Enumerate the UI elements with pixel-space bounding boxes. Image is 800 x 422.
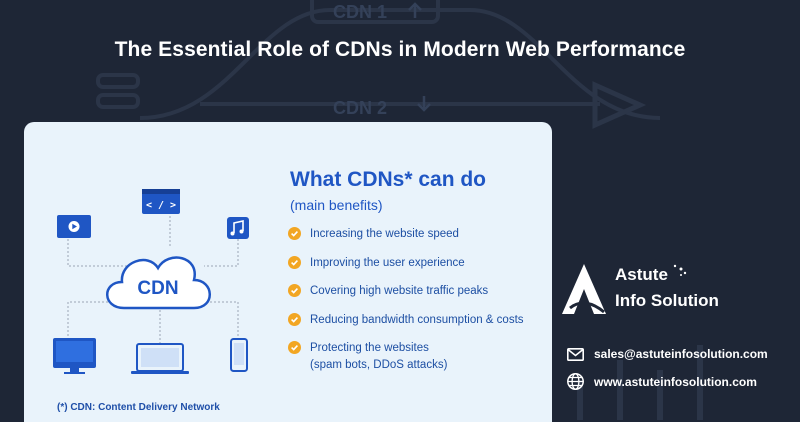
list-item: Improving the user experience: [288, 255, 524, 272]
mail-icon: [567, 347, 584, 361]
laptop-icon: [131, 343, 189, 374]
benefit-text: Protecting the websites (spam bots, DDoS…: [310, 342, 448, 371]
video-icon: [57, 215, 91, 238]
list-item: Covering high website traffic peaks: [288, 283, 524, 300]
list-item: Protecting the websites (spam bots, DDoS…: [288, 340, 524, 374]
list-item: Increasing the website speed: [288, 226, 524, 243]
email-text[interactable]: sales@astuteinfosolution.com: [594, 347, 768, 361]
code-window-icon: < / >: [142, 189, 180, 214]
check-circle-icon: [288, 227, 301, 240]
music-icon: [227, 217, 249, 239]
website-text[interactable]: www.astuteinfosolution.com: [594, 374, 757, 389]
benefit-text: Increasing the website speed: [310, 228, 459, 240]
brand-name-line2: Info Solution: [615, 291, 719, 310]
bg-cdn1-label: CDN 1: [333, 2, 387, 22]
benefit-text: Reducing bandwidth consumption & costs: [310, 313, 524, 326]
cloud-label: CDN: [137, 278, 178, 299]
cdn-diagram: < / > CDN: [53, 189, 249, 374]
contact-website[interactable]: www.astuteinfosolution.com: [567, 373, 757, 390]
globe-icon: [567, 373, 584, 390]
check-circle-icon: [288, 284, 301, 297]
benefits-subheading: (main benefits): [290, 197, 383, 213]
contact-email[interactable]: sales@astuteinfosolution.com: [567, 347, 768, 361]
benefits-heading: What CDNs* can do: [290, 168, 487, 191]
benefit-text: Covering high website traffic peaks: [310, 285, 489, 297]
check-circle-icon: [288, 255, 301, 269]
desktop-monitor-icon: [53, 338, 96, 374]
cdn-cloud-icon: CDN: [106, 256, 211, 310]
check-circle-icon: [288, 312, 301, 326]
brand-name-line1: Astute: [615, 265, 668, 284]
bg-arrow-down-icon: [417, 96, 431, 112]
mobile-phone-icon: [230, 338, 248, 372]
benefit-text: Improving the user experience: [310, 256, 465, 269]
benefits-card: < / > CDN: [24, 122, 552, 422]
bg-arrow-up-icon: [408, 2, 422, 18]
page-title: The Essential Role of CDNs in Modern Web…: [114, 38, 686, 61]
list-item: Reducing bandwidth consumption & costs: [288, 312, 524, 329]
code-tag: < / >: [146, 200, 176, 211]
check-circle-icon: [288, 341, 301, 354]
brand-logo-icon: [562, 264, 687, 314]
benefits-list: Increasing the website speed Improving t…: [288, 226, 524, 386]
bg-cdn2-label: CDN 2: [333, 98, 387, 118]
cdn-footnote: (*) CDN: Content Delivery Network: [57, 402, 220, 413]
